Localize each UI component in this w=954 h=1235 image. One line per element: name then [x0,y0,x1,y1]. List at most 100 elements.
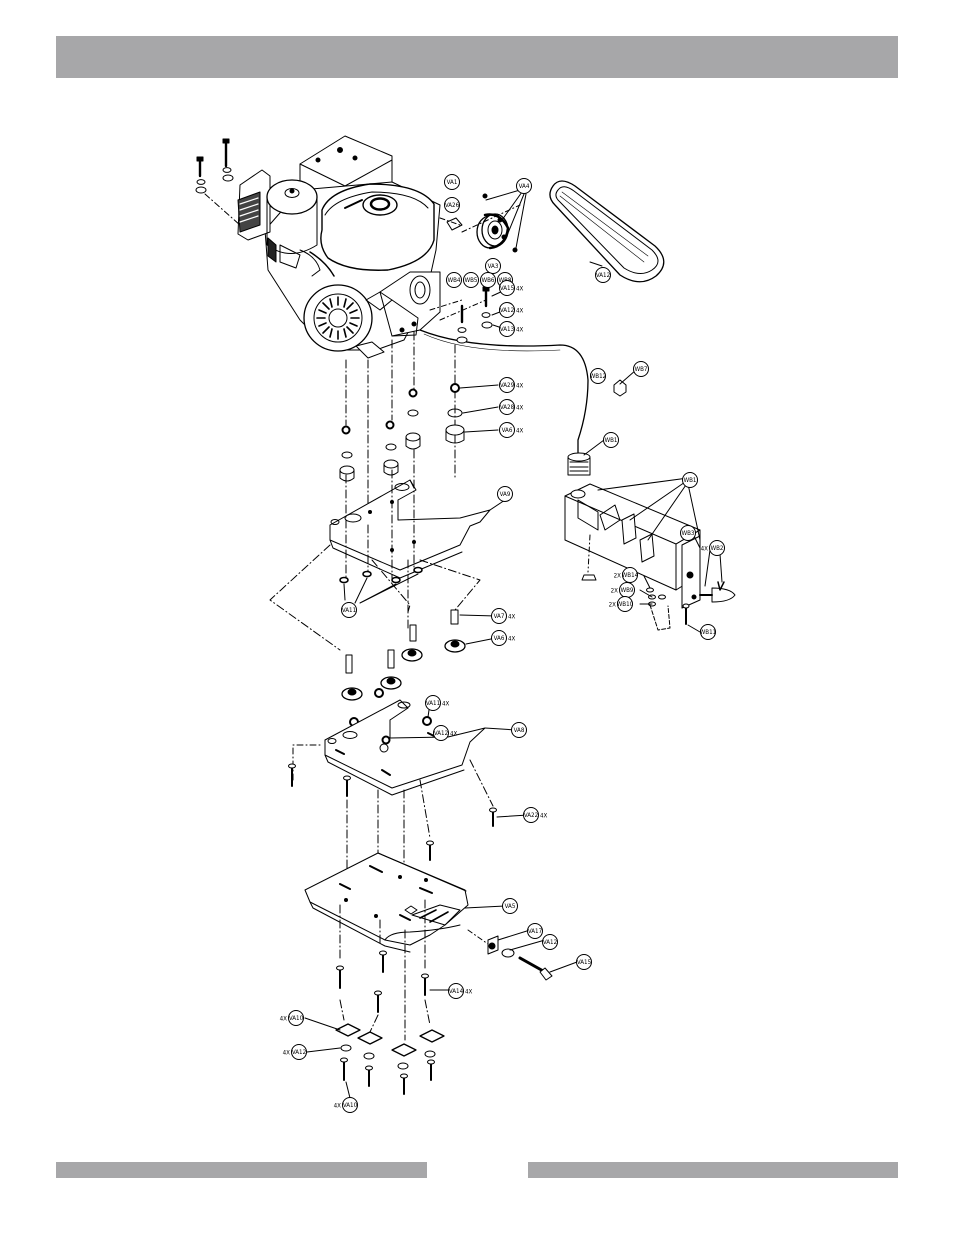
handle-bracket [468,930,577,980]
callout-wb1: WB1 [604,433,619,448]
callout-label: VA7 [494,613,505,620]
callout-label: WB1 [605,437,618,444]
callout-quantity: 4X [516,405,524,412]
upper-isolators [340,332,498,520]
callout-label: VA13 [500,326,515,333]
upper-plate [270,450,505,650]
callout-quantity: 4X [516,327,524,334]
callout-label: VA11 [342,607,357,614]
callout-wb4: WB4 [447,273,462,288]
callout-wb11: WB11 [700,625,717,640]
callout-label: WB6 [482,277,495,284]
callout-label: VA3 [488,263,499,270]
callout-label: WB12 [590,373,606,380]
callout-va13: VA134X [500,322,524,337]
callout-va3: VA3 [486,259,501,274]
callout-label: VA17 [528,928,543,935]
callout-label: VA26 [445,202,460,209]
callout-label: VA28 [500,404,515,411]
callout-label: VA5 [505,903,516,910]
callout-label: VA12 [596,272,610,279]
callout-label: VA11 [426,700,441,707]
callout-wb7: WB7 [634,362,649,377]
callout-va1: VA1 [445,175,460,190]
footer-bar-right [528,1162,898,1178]
callout-label: WB4 [448,277,461,284]
callout-label: VA4 [519,183,530,190]
callout-label: WB10 [617,601,634,608]
callout-va8: VA8 [512,723,527,738]
callout-quantity: 2X [609,602,617,609]
callout-label: VA1 [447,179,458,186]
callout-quantity: 4X [465,989,473,996]
callout-va12: VA124X [283,1045,307,1060]
callout-va6: VA64X [492,631,516,646]
callout-label: VA8 [514,727,525,734]
callout-wb6: WB6 [481,273,496,288]
footer-bar-left [56,1162,427,1178]
callout-label: WB9 [621,587,634,594]
callout-quantity: 4X [516,286,524,293]
drive-belt [550,181,664,282]
callout-va17: VA17 [528,924,543,939]
callout-label: WB3 [682,530,695,537]
callout-quantity: 4X [283,1050,291,1057]
callout-label: WB11 [700,629,717,636]
callout-va12: VA12 [596,268,611,283]
callout-quantity: 2X [614,573,622,580]
callout-quantity: 4X [516,383,524,390]
callout-label: VA6 [502,427,513,434]
callout-label: VA9 [500,491,511,498]
callout-label: VA22 [524,812,538,819]
callout-quantity: 4X [516,428,524,435]
callout-quantity: 4X [701,546,709,553]
callout-quantity: 4X [334,1103,342,1110]
callout-wb12: WB12 [590,369,606,384]
callout-va12: VA12 [543,935,558,950]
callout-va11: VA11 [342,603,357,618]
callout-label: VA10 [289,1015,304,1022]
callout-quantity: 4X [540,813,548,820]
callout-va28: VA284X [500,400,524,415]
callout-quantity: 4X [450,731,458,738]
callout-va22: VA224X [524,808,548,823]
callout-label: VA10 [343,1102,358,1109]
callout-quantity: 2X [611,588,619,595]
callout-wb5: WB5 [464,273,479,288]
callout-quantity: 4X [508,636,516,643]
callout-label: VA12 [292,1049,306,1056]
callout-label: VA6 [494,635,505,642]
callout-wb1: WB1 [683,473,698,488]
control-box [565,370,735,632]
callout-label: VA29 [500,382,515,389]
callout-label: VA15 [500,285,515,292]
lower-isolators [342,610,496,726]
callout-va5: VA5 [503,899,518,914]
callout-label: VA12 [543,939,557,946]
callout-label: WB2 [711,545,724,552]
callout-label: VA14 [449,988,464,995]
callout-label: WB1 [684,477,697,484]
callout-va15: VA15 [577,955,592,970]
callout-label: WB7 [635,366,648,373]
engine-mount-fasteners [430,287,505,343]
callout-wb3: WB3 [681,526,696,541]
callout-va9: VA9 [498,487,513,502]
callout-va26: VA26 [445,198,460,213]
callout-quantity: 4X [280,1016,288,1023]
callout-quantity: 4X [516,308,524,315]
engine-assembly [238,136,588,455]
